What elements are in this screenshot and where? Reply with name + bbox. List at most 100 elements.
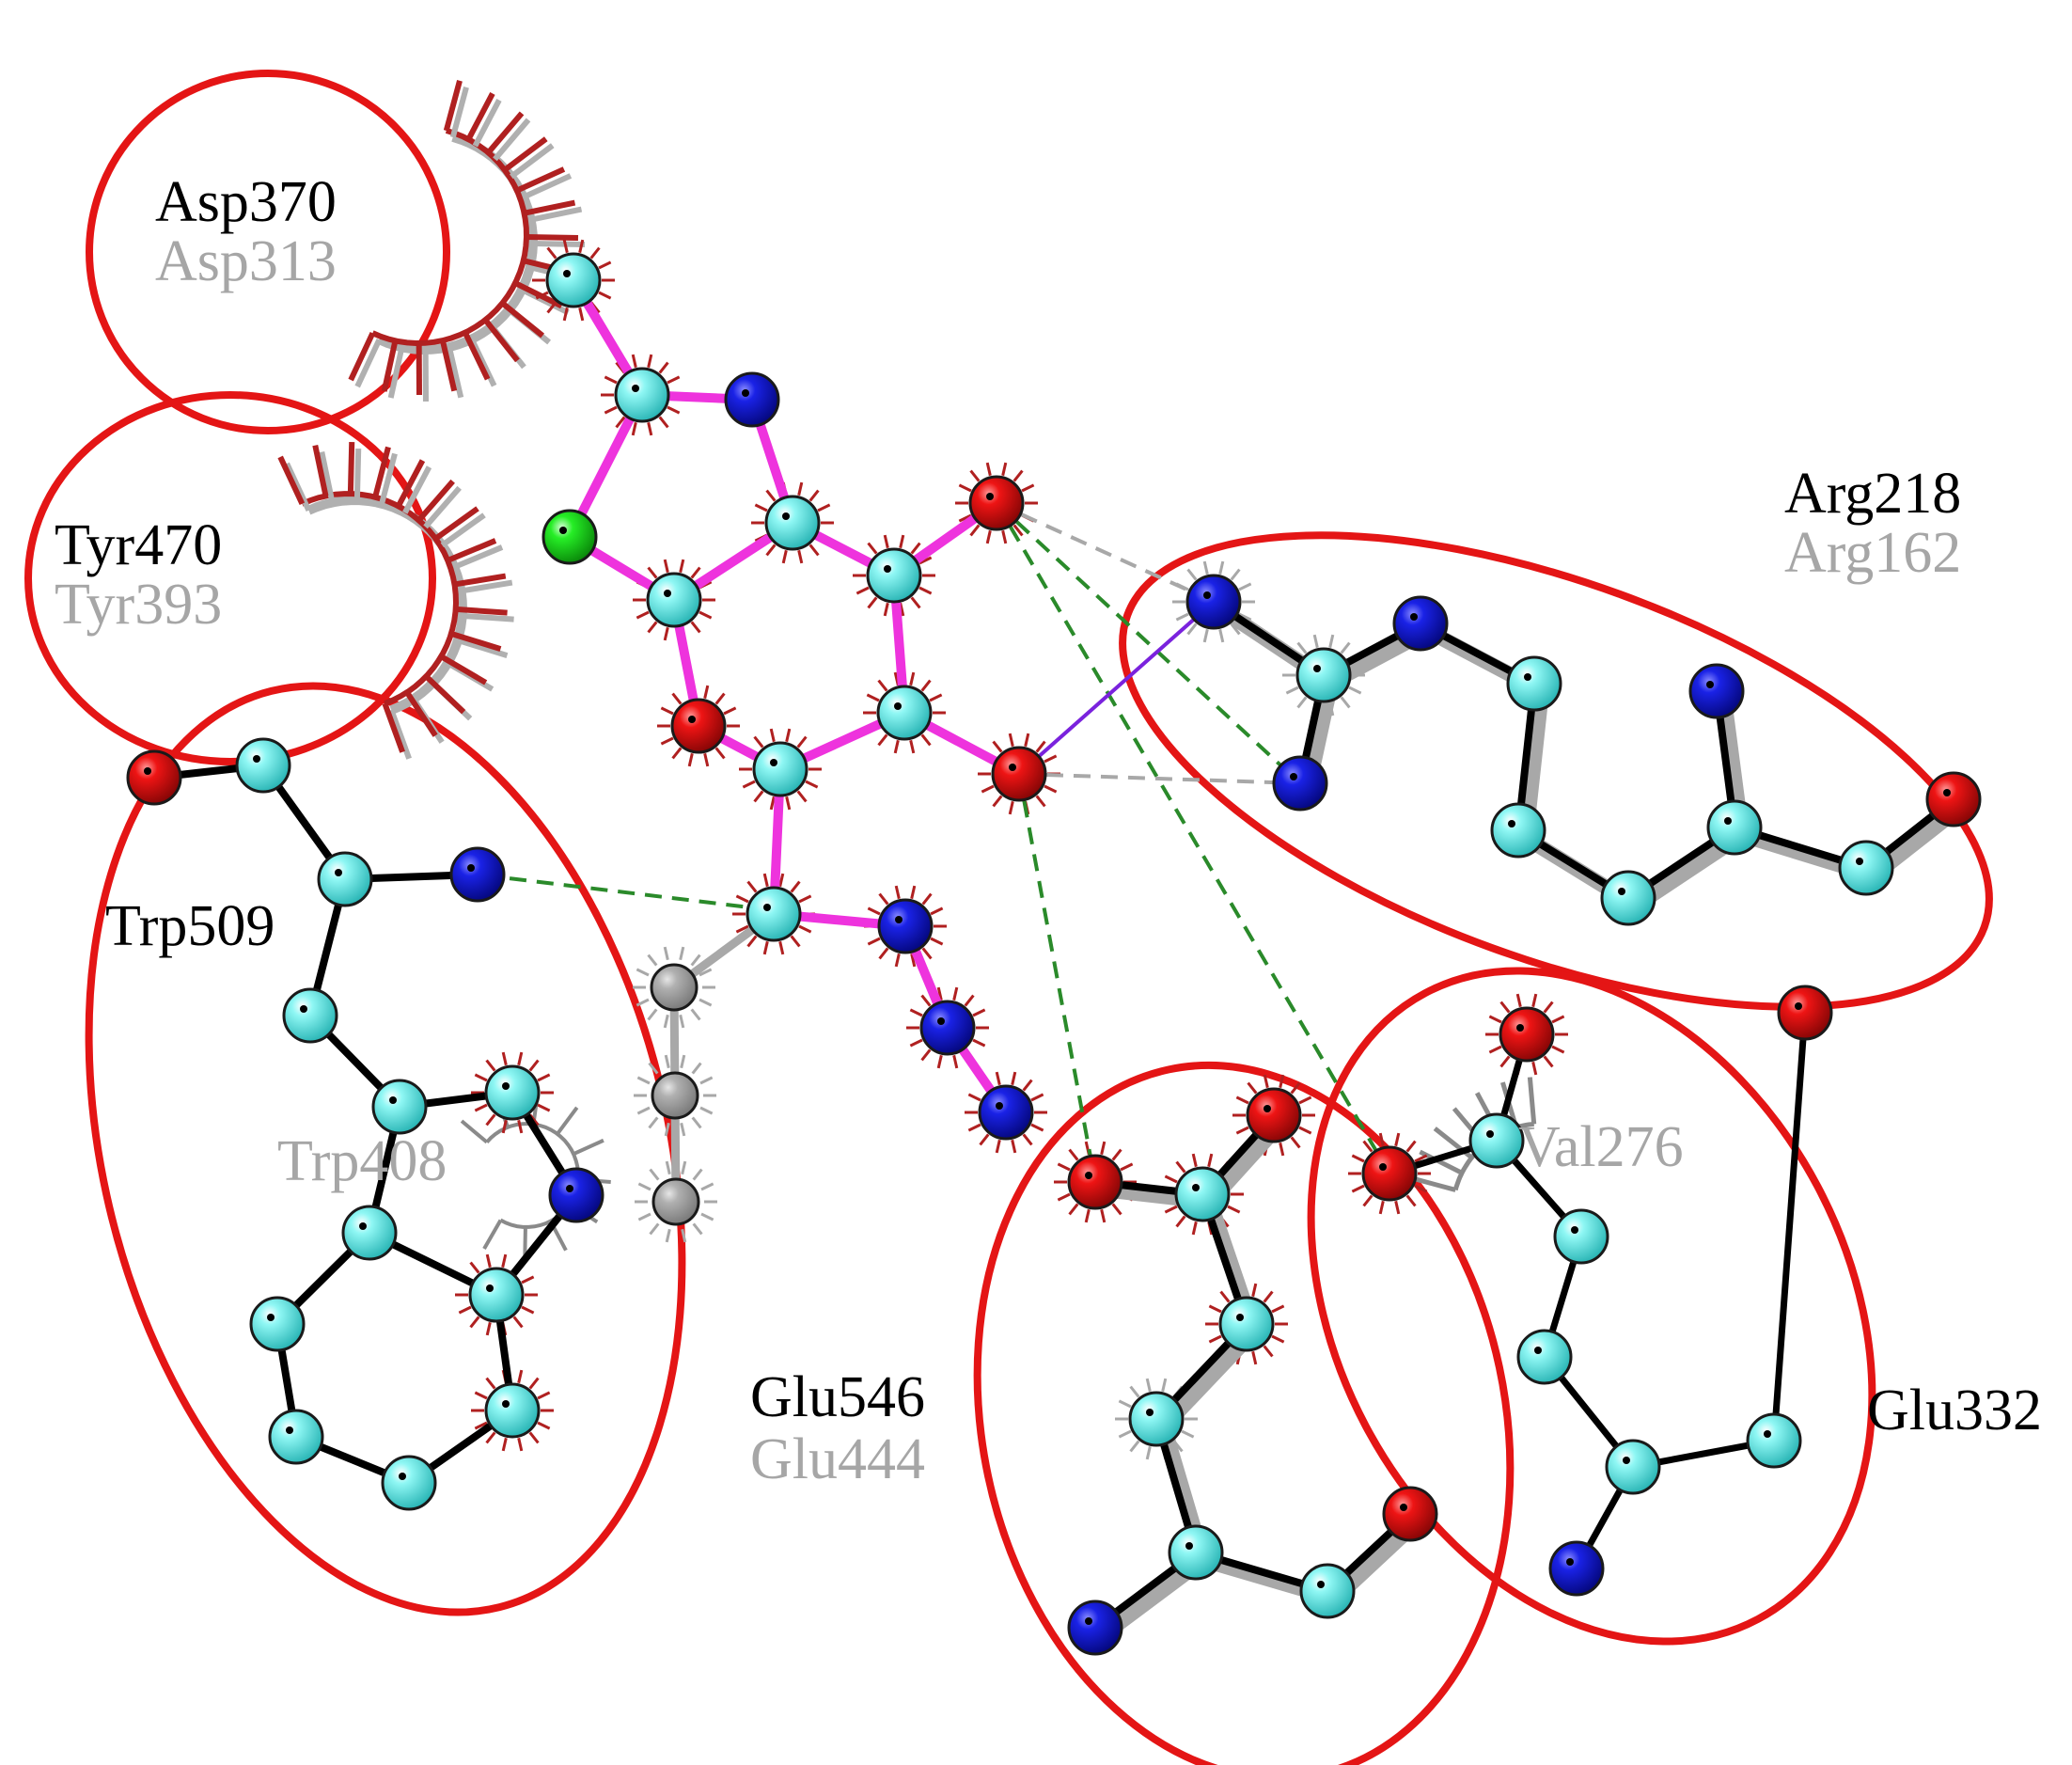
oxygen-atom xyxy=(1777,985,1833,1041)
nitrogen-atom xyxy=(1688,663,1745,719)
halogen-atom xyxy=(542,509,598,565)
atom-marker xyxy=(1236,1314,1244,1321)
glu332-bond xyxy=(1770,1009,1809,1444)
carbon-atom xyxy=(1516,1329,1573,1385)
hydrogen-bond-line xyxy=(1017,773,1097,1183)
atoms xyxy=(126,252,1982,1656)
atom-marker xyxy=(763,904,771,911)
atom-marker xyxy=(359,1222,367,1230)
contact-spikes xyxy=(1348,1132,1431,1215)
hydrogen-bond-line xyxy=(1018,772,1301,785)
oxygen-atom xyxy=(1361,1145,1418,1202)
nitrogen-atom xyxy=(724,371,780,428)
carbon-atom xyxy=(1174,1166,1231,1222)
atom-marker xyxy=(996,1102,1003,1110)
atom-marker xyxy=(1192,1184,1200,1191)
atom-marker xyxy=(1264,1105,1271,1112)
val276-label: Val276 xyxy=(1518,1115,1684,1179)
atom-marker xyxy=(1516,1024,1524,1032)
contact-spikes xyxy=(633,946,715,1029)
atom-marker xyxy=(1623,1457,1630,1464)
carbon-atom xyxy=(1468,1112,1525,1169)
carbon-atom xyxy=(249,1296,306,1352)
contact-spikes xyxy=(863,671,946,754)
asp370-label: Asp370 xyxy=(155,170,337,234)
atom-marker xyxy=(1724,817,1732,825)
carbon-atom xyxy=(746,886,802,942)
contact-spikes xyxy=(1172,560,1255,643)
atom-marker xyxy=(782,512,790,520)
oxygen-atom xyxy=(1925,771,1982,827)
atom-marker xyxy=(1706,681,1714,688)
carbon-atom xyxy=(381,1455,437,1511)
atom-marker xyxy=(286,1426,293,1434)
carbon-atom xyxy=(1295,647,1352,703)
highlight-circles xyxy=(24,70,1993,1765)
nitrogen-atom xyxy=(449,846,506,903)
glu332-highlight-circle xyxy=(1307,967,1876,1646)
carbon-atom xyxy=(876,685,933,741)
carbon-atom xyxy=(752,741,808,797)
carbon-atom xyxy=(484,1064,541,1121)
tyr470-label: Tyr470 xyxy=(55,513,222,577)
oxygen-atom xyxy=(1382,1486,1438,1542)
atom-marker xyxy=(884,565,891,573)
nitrogen-atom xyxy=(1272,755,1328,812)
glu332-label: Glu332 xyxy=(1867,1379,2042,1442)
atom-marker xyxy=(1317,1581,1325,1588)
atom-marker xyxy=(467,864,475,872)
atom-marker xyxy=(1085,1617,1092,1625)
atom-marker xyxy=(566,1185,573,1192)
contact-spikes xyxy=(635,1160,717,1243)
atom-marker xyxy=(144,767,151,775)
carbon-atom xyxy=(545,252,602,308)
nitrogen-atom xyxy=(877,898,934,954)
oxygen-atom xyxy=(991,746,1047,802)
atom-marker xyxy=(894,702,902,710)
atom-marker xyxy=(1410,613,1418,621)
carbon-atom xyxy=(1605,1439,1661,1495)
hydrogen-bond-line xyxy=(995,501,1302,785)
carbon-atom xyxy=(1746,1412,1802,1469)
carbon-atom xyxy=(371,1079,428,1135)
atom-marker xyxy=(1508,820,1515,827)
hydrogen-bond-line xyxy=(996,501,1215,604)
interaction-lines xyxy=(477,501,1391,1183)
atom-marker xyxy=(335,869,342,876)
carbon-atom xyxy=(866,547,922,604)
carbon-atom xyxy=(341,1205,398,1261)
oxygen-atom xyxy=(1246,1087,1302,1143)
trp408-label: Trp408 xyxy=(277,1129,447,1193)
atom-marker xyxy=(1524,673,1531,681)
carbon-atom xyxy=(1128,1391,1185,1447)
atom-marker xyxy=(1146,1409,1154,1416)
atom-marker xyxy=(1203,591,1211,599)
atom-marker xyxy=(1943,789,1951,796)
atom-marker xyxy=(1795,1002,1802,1010)
atom-marker xyxy=(986,493,994,500)
nitrogen-atom xyxy=(978,1084,1034,1141)
tyr470-hydrophobic-arc xyxy=(277,441,514,760)
nitrogen-atom xyxy=(548,1167,604,1223)
atom-marker xyxy=(1486,1130,1494,1138)
contact-spikes xyxy=(853,534,935,617)
contact-spikes xyxy=(634,1054,716,1137)
carbon-atom xyxy=(317,851,373,907)
atom-marker xyxy=(563,270,571,277)
contact-spikes xyxy=(471,1051,554,1134)
carbon-atom xyxy=(484,1382,541,1439)
contact-spikes xyxy=(633,559,715,641)
atom-marker xyxy=(1085,1172,1092,1179)
asp370-hydrophobic-arc xyxy=(348,80,586,402)
reference-atom xyxy=(651,1071,699,1120)
oxygen-atom xyxy=(670,698,727,754)
glu546-highlight-circle xyxy=(973,1061,1515,1765)
carbon-atom xyxy=(268,1409,324,1465)
tyr470-highlight-circle xyxy=(24,391,436,765)
atom-marker xyxy=(688,716,696,723)
atom-marker xyxy=(1571,1226,1578,1234)
contact-spikes xyxy=(1485,993,1568,1076)
reference-atom xyxy=(650,963,699,1012)
atom-marker xyxy=(937,1017,945,1025)
atom-marker xyxy=(1764,1430,1771,1438)
